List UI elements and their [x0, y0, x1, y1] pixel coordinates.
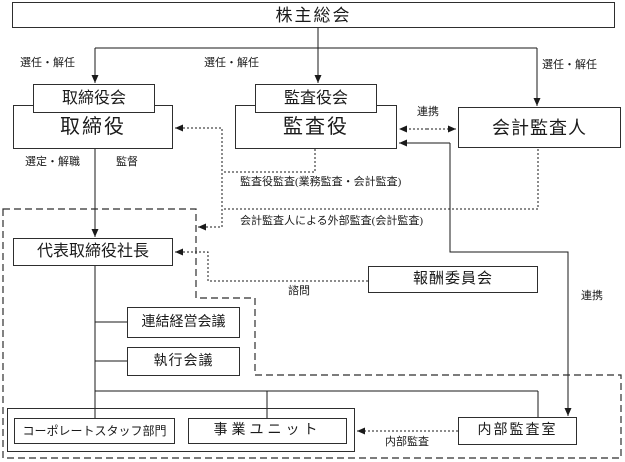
node-label: 報酬委員会	[412, 271, 493, 287]
node-label: 会計監査人	[492, 117, 587, 138]
label-selection-removal: 選定・解職	[25, 156, 80, 168]
label-cooperation-right: 連携	[581, 290, 603, 302]
line-auditor-audit-to-directors	[175, 124, 223, 227]
node-label: 取締役	[60, 116, 126, 138]
node-label: 取締役会	[61, 89, 126, 107]
node-label: 代表取締役社長	[36, 243, 149, 260]
label-internal-audit: 内部監査	[385, 436, 429, 448]
node-label: 事業ユニット	[213, 423, 322, 438]
node-board-of-directors: 取締役会	[33, 84, 155, 113]
node-accounting-auditor: 会計監査人	[458, 107, 621, 148]
node-label: 監査役	[283, 116, 349, 138]
node-label: コーポレートスタッフ部門	[22, 424, 167, 438]
line-external-audit-to-group	[198, 209, 223, 231]
label-appointment-dismissal-center: 選任・解任	[204, 57, 259, 69]
staff-business-group-box	[7, 408, 355, 452]
label-consultation: 諮問	[288, 285, 310, 297]
node-label: 株主総会	[275, 5, 352, 25]
node-representative-director-president: 代表取締役社長	[13, 238, 173, 266]
label-appointment-dismissal-left: 選任・解任	[20, 57, 75, 69]
node-shareholders-meeting: 株主総会	[12, 2, 615, 28]
node-board-of-auditors: 監査役会	[255, 84, 377, 113]
node-business-unit: 事業ユニット	[188, 418, 347, 444]
execution-group-boundary	[2, 208, 622, 459]
line-external-audit-down	[222, 149, 539, 210]
node-label: 監査役会	[283, 89, 348, 107]
line-consultation	[175, 248, 368, 282]
label-auditor-audit: 監査役監査(業務監査・会計監査)	[240, 176, 402, 188]
node-label: 連結経営会議	[141, 314, 226, 330]
node-label: 内部監査室	[477, 423, 558, 438]
line-auditor-audit-down	[222, 149, 316, 173]
node-compensation-committee: 報酬委員会	[368, 266, 538, 293]
node-executive-meeting: 執行会議	[127, 347, 240, 376]
node-label: 執行会議	[153, 353, 214, 369]
label-supervision: 監督	[116, 156, 138, 168]
label-appointment-dismissal-right: 選任・解任	[542, 59, 597, 71]
label-cooperation-top: 連携	[417, 106, 439, 118]
line-cooperation-to-internal-audit	[449, 143, 572, 416]
node-corporate-staff-division: コーポレートスタッフ部門	[14, 418, 175, 444]
node-internal-audit-office: 内部監査室	[458, 417, 577, 445]
label-external-audit: 会計監査人による外部監査(会計監査)	[240, 215, 423, 227]
node-consolidated-management-meeting: 連結経営会議	[127, 307, 240, 338]
